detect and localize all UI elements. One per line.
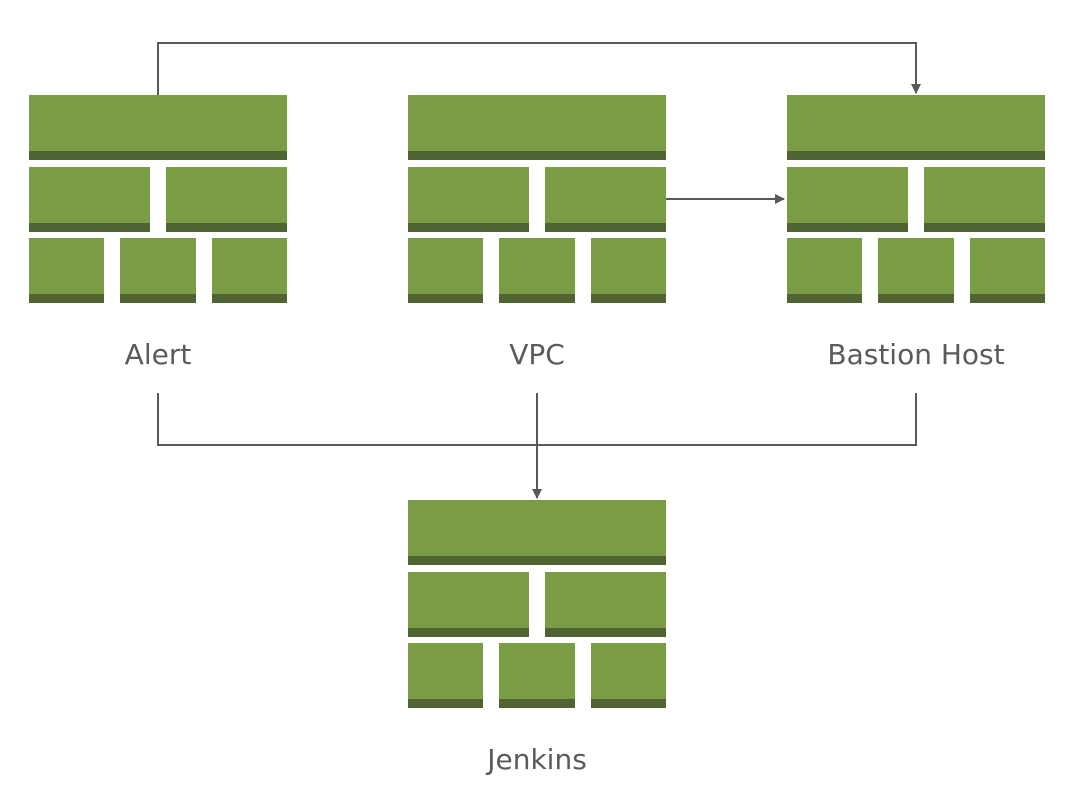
brick-shadow [787, 151, 1045, 160]
brick [408, 95, 666, 151]
brick-shadow [29, 294, 104, 303]
brick-shadow [408, 223, 529, 232]
brick [408, 167, 529, 223]
vpc-label: VPC [509, 338, 565, 371]
brick [924, 167, 1045, 223]
brick [878, 238, 954, 294]
brick-shadow [545, 223, 666, 232]
brick-shadow [787, 223, 908, 232]
brick [499, 238, 575, 294]
brick-shadow [924, 223, 1045, 232]
brick [120, 238, 196, 294]
brick [591, 238, 666, 294]
edge-alert-to-jenkins [157, 393, 537, 446]
brick-shadow [212, 294, 287, 303]
brick [408, 238, 483, 294]
brick [787, 238, 862, 294]
alert-firewall-icon[interactable] [29, 95, 287, 303]
brick-shadow [499, 699, 575, 708]
brick [545, 167, 666, 223]
brick-shadow [166, 223, 287, 232]
brick-shadow [408, 556, 666, 565]
brick-shadow [545, 628, 666, 637]
brick [29, 167, 150, 223]
brick [408, 572, 529, 628]
brick-shadow [29, 151, 287, 160]
brick-shadow [970, 294, 1045, 303]
bastion-host-label: Bastion Host [827, 338, 1004, 371]
brick [787, 95, 1045, 151]
brick-shadow [787, 294, 862, 303]
brick-shadow [591, 699, 666, 708]
brick-shadow [408, 151, 666, 160]
edge-alert-to-bastion [157, 42, 921, 95]
brick [970, 238, 1045, 294]
brick-shadow [878, 294, 954, 303]
bastion-firewall-icon[interactable] [787, 95, 1045, 303]
brick-shadow [120, 294, 196, 303]
brick [166, 167, 287, 223]
brick-shadow [408, 628, 529, 637]
brick [545, 572, 666, 628]
vpc-firewall-icon[interactable] [408, 95, 666, 303]
brick [408, 643, 483, 699]
brick-shadow [408, 294, 483, 303]
brick-shadow [408, 699, 483, 708]
brick [29, 238, 104, 294]
edge-bastion-to-jenkins [537, 393, 917, 446]
brick-shadow [591, 294, 666, 303]
brick [29, 95, 287, 151]
connectors [157, 42, 921, 499]
brick [499, 643, 575, 699]
brick [591, 643, 666, 699]
brick [787, 167, 908, 223]
jenkins-firewall-icon[interactable] [408, 500, 666, 708]
alert-label: Alert [125, 338, 192, 371]
brick-shadow [29, 223, 150, 232]
brick [408, 500, 666, 556]
brick [212, 238, 287, 294]
brick-shadow [499, 294, 575, 303]
jenkins-label: Jenkins [485, 743, 587, 776]
